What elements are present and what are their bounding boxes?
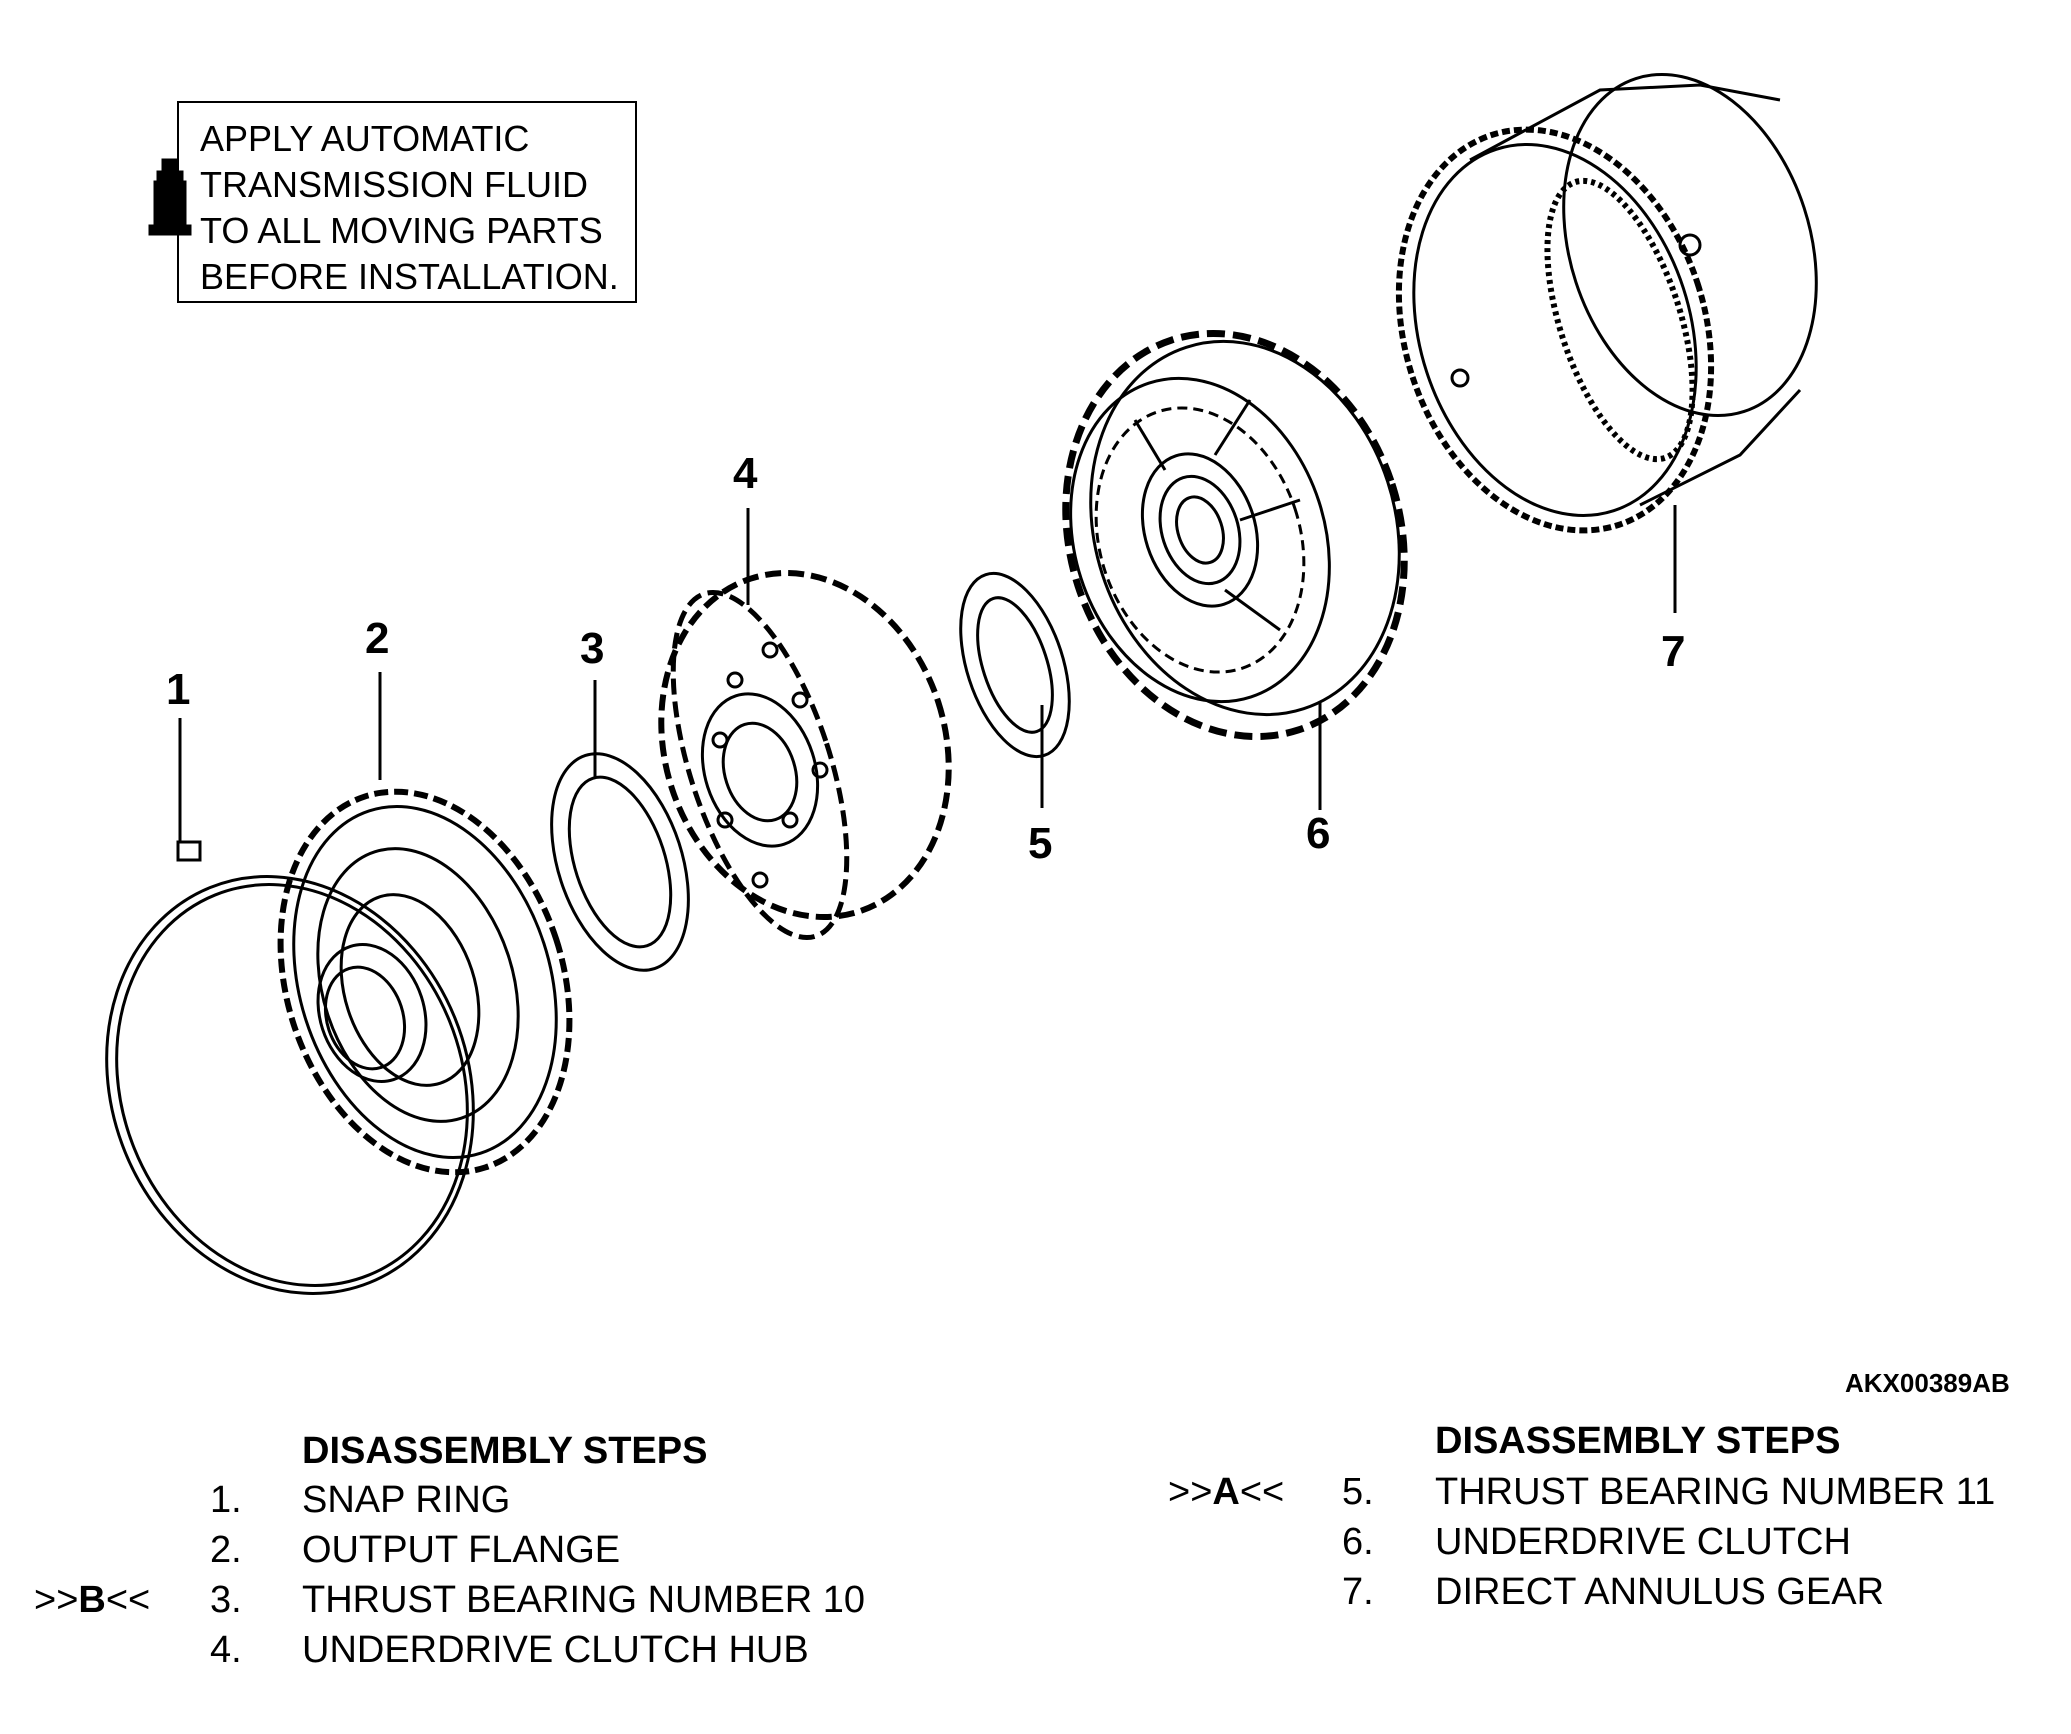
step-1-name: SNAP RING [302,1479,511,1521]
thrust-bearing-10-part [550,752,690,972]
step-marker-a-post: << [1239,1471,1285,1513]
steps-right-title: DISASSEMBLY STEPS [1435,1420,1841,1462]
callout-5: 5 [1028,819,1053,868]
snap-ring-part [105,840,475,1295]
callout-6: 6 [1306,809,1331,858]
note-line-2: TRANSMISSION FLUID [200,164,589,205]
step-4-number: 4. [210,1629,242,1671]
step-6-number: 6. [1342,1521,1374,1563]
step-4-name: UNDERDRIVE CLUTCH HUB [302,1629,809,1671]
thrust-bearing-11-part [959,571,1071,759]
callout-1: 1 [166,665,191,714]
step-3-number: 3. [210,1579,242,1621]
callout-4: 4 [733,449,758,498]
steps-left-title: DISASSEMBLY STEPS [302,1430,708,1472]
underdrive-clutch-hub-part [658,570,952,941]
step-marker-b-pre: >> [34,1579,79,1621]
fluid-bottle-icon [148,158,192,236]
step-7-number: 7. [1342,1571,1374,1613]
callout-3: 3 [580,624,605,673]
step-6-name: UNDERDRIVE CLUTCH [1435,1521,1851,1563]
step-marker-a-pre: >> [1168,1471,1213,1513]
step-marker-b: >>B<< [34,1579,150,1622]
figure-id: AKX00389AB [1845,1368,2010,1398]
underdrive-clutch-part [1062,329,1408,741]
note-line-4: BEFORE INSTALLATION. [200,256,619,297]
step-marker-b-letter: B [78,1579,106,1621]
step-2-name: OUTPUT FLANGE [302,1529,621,1571]
step-3-name: THRUST BEARING NUMBER 10 [302,1579,866,1621]
lubrication-note-box [177,101,637,303]
step-marker-a: >>A<< [1168,1471,1284,1514]
note-line-3: TO ALL MOVING PARTS [200,210,603,251]
direct-annulus-gear-part [1395,72,1818,534]
step-marker-a-letter: A [1212,1471,1240,1513]
step-1-number: 1. [210,1479,242,1521]
step-7-name: DIRECT ANNULUS GEAR [1435,1571,1885,1613]
callout-7: 7 [1661,627,1686,676]
step-5-name: THRUST BEARING NUMBER 11 [1435,1471,1996,1513]
output-flange-part [277,788,573,1176]
note-line-1: APPLY AUTOMATIC [200,118,530,159]
callout-2: 2 [365,614,390,663]
step-2-number: 2. [210,1529,242,1571]
step-marker-b-post: << [105,1579,151,1621]
step-5-number: 5. [1342,1471,1374,1513]
